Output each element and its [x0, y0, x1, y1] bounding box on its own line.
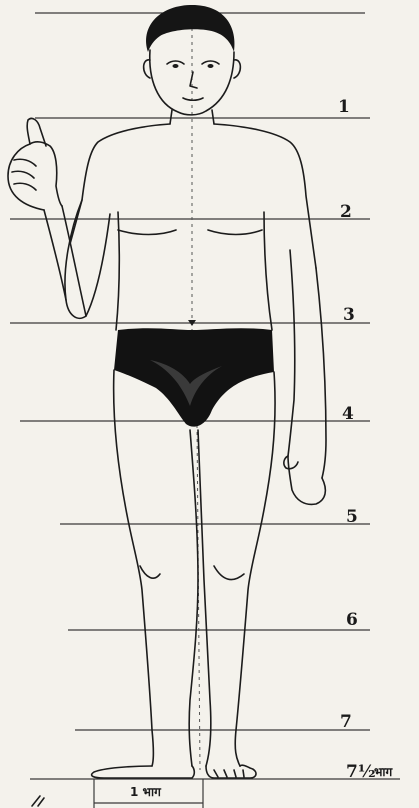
toes-right — [214, 770, 244, 777]
human-figure — [8, 5, 326, 778]
left-knee — [140, 566, 160, 578]
hanging-hand — [288, 456, 325, 504]
scale-label-6: 6 — [346, 610, 358, 630]
curled-fingers — [12, 159, 36, 190]
right-foot — [206, 765, 256, 778]
left-foot — [92, 766, 195, 778]
hanging-arm-outer — [316, 268, 326, 478]
hanging-thumb — [284, 456, 298, 469]
scale-label-4: 4 — [342, 404, 354, 424]
left-leg-outer — [114, 370, 154, 766]
nose — [190, 72, 197, 88]
base-measure-label: 1 भाग — [130, 785, 162, 799]
raised-upper-arm — [65, 200, 110, 318]
right-knee — [214, 566, 244, 580]
scale-label-5: 5 — [346, 507, 358, 527]
hair — [146, 5, 234, 52]
torso-left — [70, 124, 170, 244]
raised-hand — [8, 142, 62, 210]
right-leg-inner — [198, 430, 211, 766]
right-eye — [202, 61, 219, 64]
left-pupil — [173, 64, 179, 68]
scale-unit-final: भाग — [374, 765, 394, 779]
right-pupil — [208, 64, 214, 68]
proportion-scale: 1 2 3 4 5 6 7 7½ भाग — [338, 97, 394, 782]
flank-right — [264, 212, 272, 330]
scale-label-3: 3 — [343, 305, 355, 325]
scale-label-2: 2 — [340, 202, 352, 222]
shorts — [114, 328, 274, 426]
chest-left — [118, 230, 176, 235]
right-leg-outer — [235, 372, 275, 766]
scale-label-final: 7½ — [346, 762, 376, 782]
left-leg-inner — [189, 430, 198, 766]
left-eye — [167, 61, 184, 64]
pen-mark-icon — [32, 796, 44, 806]
raised-forearm — [44, 206, 86, 316]
right-ear — [234, 60, 240, 78]
scale-label-1: 1 — [338, 97, 350, 117]
base-measure: 1 भाग — [32, 779, 203, 808]
hanging-arm-inner — [288, 250, 295, 456]
left-ear — [144, 60, 150, 78]
chest-right — [208, 230, 262, 235]
mouth — [183, 98, 203, 100]
scale-label-7: 7 — [340, 712, 352, 732]
